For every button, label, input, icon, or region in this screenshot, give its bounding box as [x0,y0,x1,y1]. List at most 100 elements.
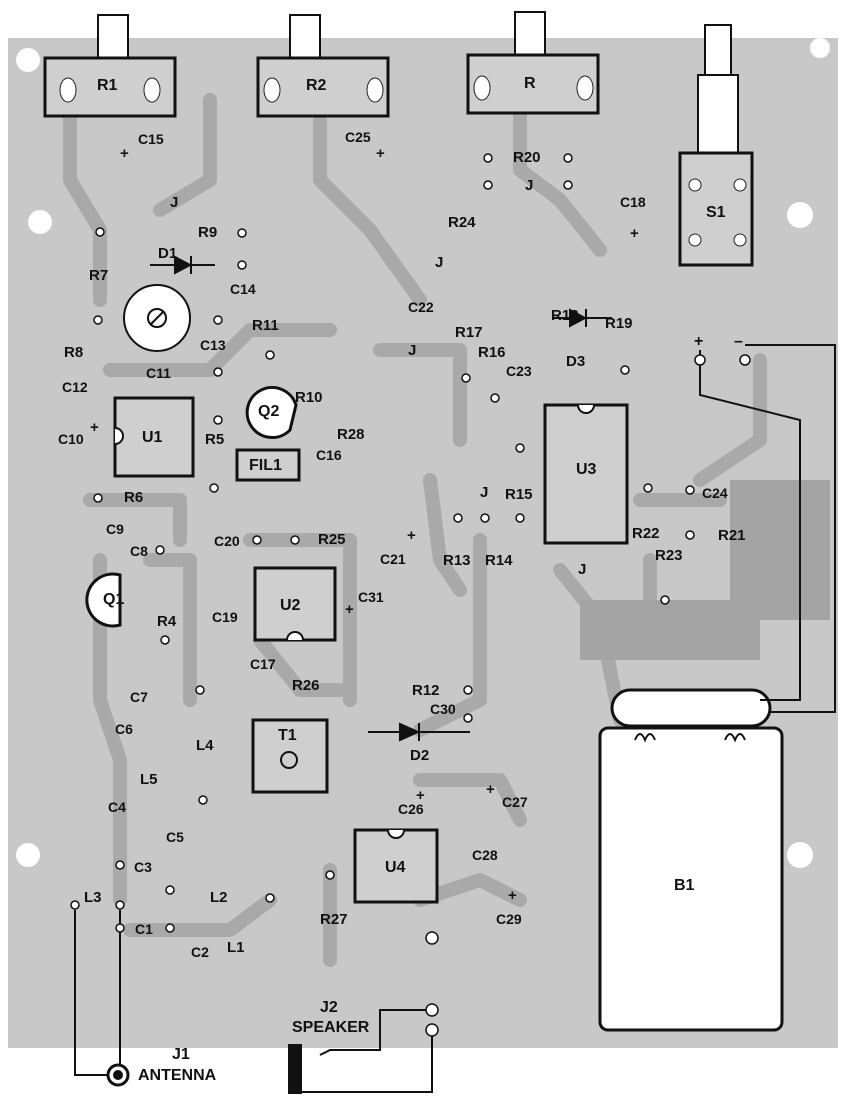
plus-mark-7: + [486,781,495,798]
label-s1: S1 [706,204,726,221]
plus-mark-8: + [416,787,425,804]
label-r27: R27 [320,911,348,928]
j1-antenna-label: ANTENNA [138,1067,217,1084]
label-r24: R24 [448,214,476,231]
label-r18: R18 [551,307,579,324]
potentiometer-r1 [43,14,177,118]
plus-mark-3: + [630,225,639,242]
label-r4: R4 [157,613,177,630]
label-c25: C25 [345,129,371,145]
label-r22: R22 [632,525,660,542]
label-r5: R5 [205,431,225,448]
label-c19: C19 [212,609,238,625]
label-l1: L1 [227,939,245,956]
label-c1: C1 [135,921,153,937]
label-r6: R6 [124,489,144,506]
label-u1: U1 [142,429,163,446]
label-r25: R25 [318,531,346,548]
label-j-5: J [480,484,489,501]
label-r23: R23 [655,547,683,564]
label-c12: C12 [62,379,88,395]
ic-u3 [543,403,629,545]
trimmer-potentiometer [123,284,191,352]
label-r16: R16 [478,344,506,361]
diode-d2 [368,722,470,742]
label-c17: C17 [250,656,276,672]
speaker-wire [288,1009,433,1094]
plus-mark-2: + [376,145,385,162]
label-r9: R9 [198,224,218,241]
diode-d1 [150,255,215,275]
label-r17: R17 [455,324,483,341]
label-d3: D3 [566,353,586,370]
switch-s1 [678,24,754,267]
filter-fil1 [235,448,301,482]
label-l5: L5 [140,771,158,788]
label-j-3: J [435,254,444,271]
plus-mark-1: + [120,145,129,162]
ic-u4 [353,828,439,904]
label-j-2: J [525,177,534,194]
label-j-4: J [408,342,417,359]
label-c2: C2 [191,944,209,960]
label-r15: R15 [505,486,533,503]
plus-mark-6: + [345,601,354,618]
label-c15: C15 [138,131,164,147]
j2-label: J2 [320,999,338,1016]
label-l3: L3 [84,889,102,906]
label-r28: R28 [337,426,365,443]
plus-mark-9: + [508,887,517,904]
label-c9: C9 [106,521,124,537]
label-l4: L4 [196,737,214,754]
label-r19: R19 [605,315,633,332]
label-c6: C6 [115,721,133,737]
battery-plus-mark: + [694,333,704,350]
label-c30: C30 [430,701,456,717]
label-c23: C23 [506,363,532,379]
label-b1: B1 [674,877,695,894]
copper-traces [63,93,767,967]
plus-mark-5: + [407,527,416,544]
j1-label: J1 [172,1046,190,1063]
label-c31: C31 [358,589,384,605]
label-q1: Q1 [103,591,125,608]
transformer-t1 [251,718,329,794]
ic-u1 [113,396,195,478]
label-r8: R8 [64,344,84,361]
label-c8: C8 [130,543,148,559]
label-t1: T1 [278,727,297,744]
label-d2: D2 [410,747,430,764]
ic-u2 [253,566,337,642]
label-u3: U3 [576,461,597,478]
potentiometer-r [466,11,600,115]
label-d1: D1 [158,245,178,262]
plus-mark-4: + [90,419,99,436]
label-l2: L2 [210,889,228,906]
label-c13: C13 [200,337,226,353]
label-c22: C22 [408,299,434,315]
label-u4: U4 [385,859,406,876]
label-c27: C27 [502,794,528,810]
label-r13: R13 [443,552,471,569]
label-r7: R7 [89,267,109,284]
transistor-q2 [245,386,298,439]
label-r12: R12 [412,682,440,699]
label-c14: C14 [230,281,256,297]
label-r21: R21 [718,527,746,544]
label-r: R [524,75,536,92]
label-c20: C20 [214,533,240,549]
label-r11: R11 [252,317,279,334]
label-r14: R14 [485,552,513,569]
label-c28: C28 [472,847,498,863]
ground-pour [580,480,830,660]
label-r26: R26 [292,677,320,694]
label-c26: C26 [398,801,424,817]
mounting-holes [16,38,830,868]
potentiometer-r2 [256,14,390,118]
label-c21: C21 [380,551,406,567]
label-r10: R10 [295,389,323,406]
diode-d3 [552,308,612,328]
label-fil1: FIL1 [249,457,282,474]
j2-speaker-label: SPEAKER [292,1019,370,1036]
